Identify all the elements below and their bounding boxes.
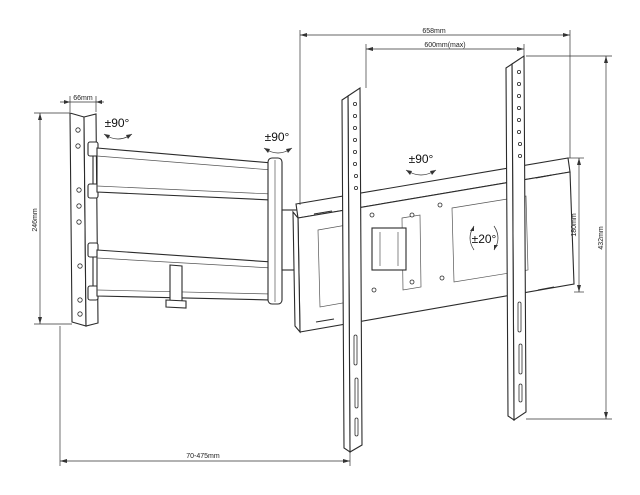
tv-arm-right (505, 54, 527, 422)
dim-wall-plate-height: 246mm (32, 112, 72, 325)
plate-swivel-label: ±90° (409, 152, 434, 166)
dim-tv-plate-height: 180mm (568, 157, 584, 293)
upper-arm (96, 147, 273, 201)
tv-plate-height-label: 180mm (571, 213, 578, 237)
angle-arm-swivel: ±90° (263, 130, 293, 154)
tilt-label: ±20° (472, 232, 497, 246)
dim-vesa-max: 600mm(max) (365, 42, 525, 88)
wall-plate (69, 112, 99, 327)
overall-width-label: 658mm (422, 28, 446, 35)
dim-extension: 70-475mm (59, 326, 351, 466)
wall-plate-height-label: 246mm (32, 208, 39, 232)
tv-arm-left (341, 86, 363, 454)
dim-wall-plate-width: 66mm (60, 95, 104, 112)
wall-hinges (87, 141, 99, 301)
extension-label: 70-475mm (186, 453, 220, 460)
lower-arm (96, 249, 273, 309)
angle-tilt: ±20° (469, 225, 499, 251)
dim-tv-arm-height: 432mm (526, 55, 612, 420)
arm-swivel-label: ±90° (265, 130, 290, 144)
angle-plate-swivel: ±90° (405, 152, 437, 176)
tv-plate (292, 157, 575, 334)
tv-arm-height-label: 432mm (598, 226, 605, 250)
angle-wall-swivel: ±90° (103, 116, 133, 140)
vesa-max-label: 600mm(max) (424, 42, 465, 49)
wall-plate-width-label: 66mm (73, 95, 93, 102)
dim-overall-width: 658mm (299, 28, 571, 205)
wall-swivel-label: ±90° (105, 116, 130, 130)
